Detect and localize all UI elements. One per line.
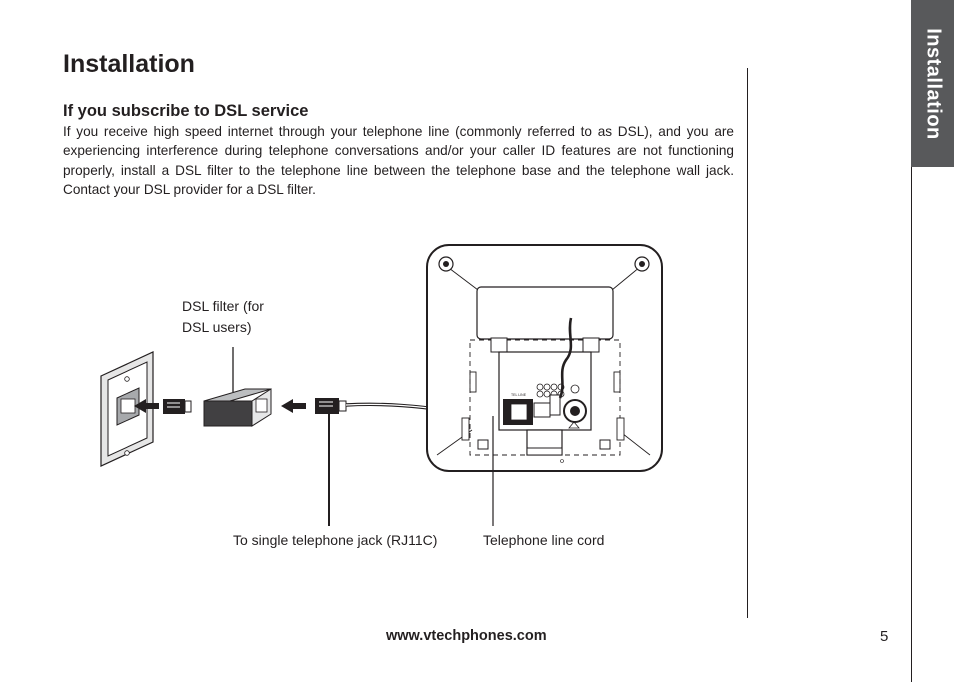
arrow-to-wall-icon [134,399,159,413]
page-title: Installation [63,50,195,78]
section-heading: If you subscribe to DSL service [63,102,309,120]
arrow-to-filter-icon [281,399,306,413]
body-paragraph: If you receive high speed internet throu… [63,124,734,197]
cord-label: Telephone line cord [483,532,605,548]
cord-plug [315,398,347,414]
column-divider [747,68,748,618]
jack-label: To single telephone jack (RJ11C) [233,532,438,548]
footer-url: www.vtechphones.com [386,628,547,644]
page-number: 5 [880,628,889,645]
telephone-base: TEL LINE [426,244,663,472]
dsl-filter-label-line1: DSL filter (for [182,298,264,314]
side-tab: Installation [911,0,954,167]
side-divider [911,167,912,682]
dsl-filter [203,388,272,427]
wall-jack-plate [100,351,154,467]
dsl-filter-callout: DSL filter (for DSL users) [182,296,264,338]
dsl-filter-label-line2: DSL users) [182,319,252,335]
base-port-label: TEL LINE [511,393,527,397]
wall-plug [163,399,192,414]
